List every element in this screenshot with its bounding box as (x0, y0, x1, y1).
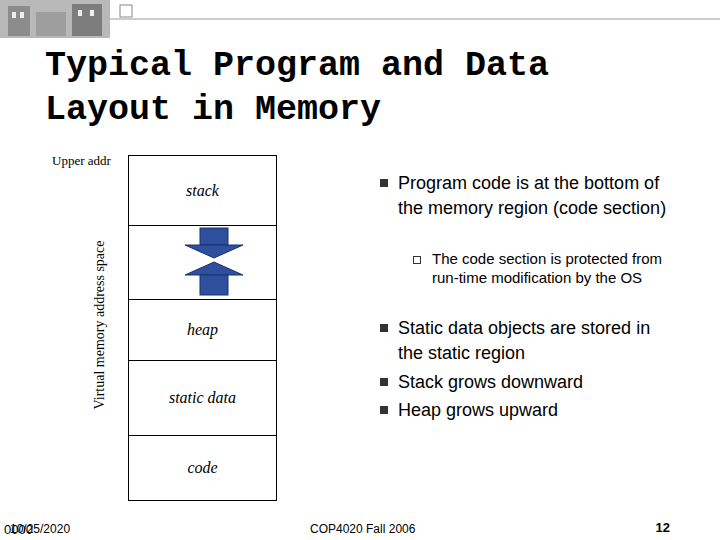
bullet-text: Static data objects are stored in the st… (398, 316, 672, 366)
down-arrow (185, 245, 243, 258)
memory-border (276, 225, 277, 300)
bullet-text: Program code is at the bottom of the mem… (398, 171, 672, 221)
footer-date: 10/25/2020 (10, 521, 110, 537)
sub-bullet-text: The code section is protected from run-t… (432, 249, 672, 287)
axis-label: Virtual memory address space (91, 205, 109, 445)
slide-title: Typical Program and Data Layout in Memor… (45, 44, 665, 132)
up-arrow (200, 275, 228, 295)
region-label: stack (186, 182, 219, 200)
region-label: heap (187, 321, 218, 339)
memory-region: static data (128, 360, 277, 436)
header-square (120, 5, 132, 17)
bullet (380, 378, 388, 386)
footer-course: COP4020 Fall 2006 (310, 521, 450, 537)
bullet (380, 324, 388, 332)
memory-border (128, 225, 129, 300)
memory-region: heap (128, 299, 277, 361)
building-photo (90, 10, 94, 16)
bullet (380, 406, 388, 414)
up-arrow (185, 262, 243, 275)
building-photo (72, 4, 102, 36)
building-photo (8, 6, 30, 36)
building-photo (36, 12, 66, 36)
building-photo (0, 0, 110, 38)
down-arrow (200, 228, 228, 245)
building-photo (12, 12, 16, 18)
memory-region: stack (128, 155, 277, 226)
header-rule (110, 19, 720, 20)
bullet-text: Stack grows downward (398, 370, 672, 395)
sub-bullet (414, 257, 421, 264)
axis-top-label: Upper addr (52, 152, 132, 169)
region-label: code (187, 459, 217, 477)
building-photo (20, 12, 24, 18)
slide-number: 12 (630, 519, 670, 536)
region-label: static data (169, 389, 236, 407)
bullet (380, 179, 388, 187)
memory-region: code (128, 435, 277, 501)
building-photo (78, 10, 82, 16)
bullet-text: Heap grows upward (398, 398, 672, 423)
